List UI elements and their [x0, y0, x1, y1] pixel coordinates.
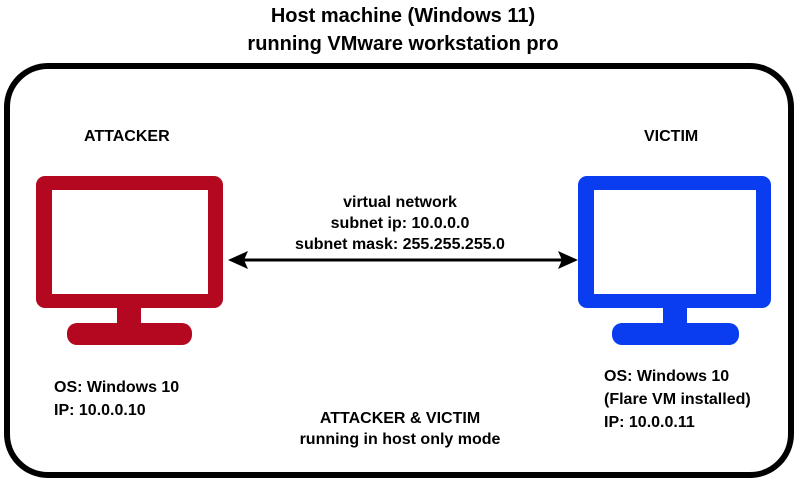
mode-label-line-1: ATTACKER & VICTIM	[319, 410, 481, 427]
victim-ip: IP: 10.0.0.11	[604, 414, 695, 431]
diagram-title-line-1: Host machine (Windows 11)	[270, 5, 536, 27]
victim-heading: VICTIM	[644, 128, 699, 145]
network-subnet-mask: subnet mask: 255.255.255.0	[295, 236, 505, 253]
network-subnet-ip: subnet ip: 10.0.0.0	[330, 215, 470, 232]
victim-os: OS: Windows 10	[604, 368, 730, 385]
host-machine-boundary	[4, 63, 794, 478]
network-label-line-1: virtual network	[343, 194, 457, 211]
attacker-ip: IP: 10.0.0.10	[54, 402, 146, 419]
victim-note: (Flare VM installed)	[604, 391, 751, 408]
diagram-title-line-2: running VMware workstation pro	[247, 33, 559, 55]
attacker-os: OS: Windows 10	[54, 379, 180, 396]
mode-label-line-2: running in host only mode	[299, 431, 501, 448]
attacker-heading: ATTACKER	[84, 128, 170, 145]
